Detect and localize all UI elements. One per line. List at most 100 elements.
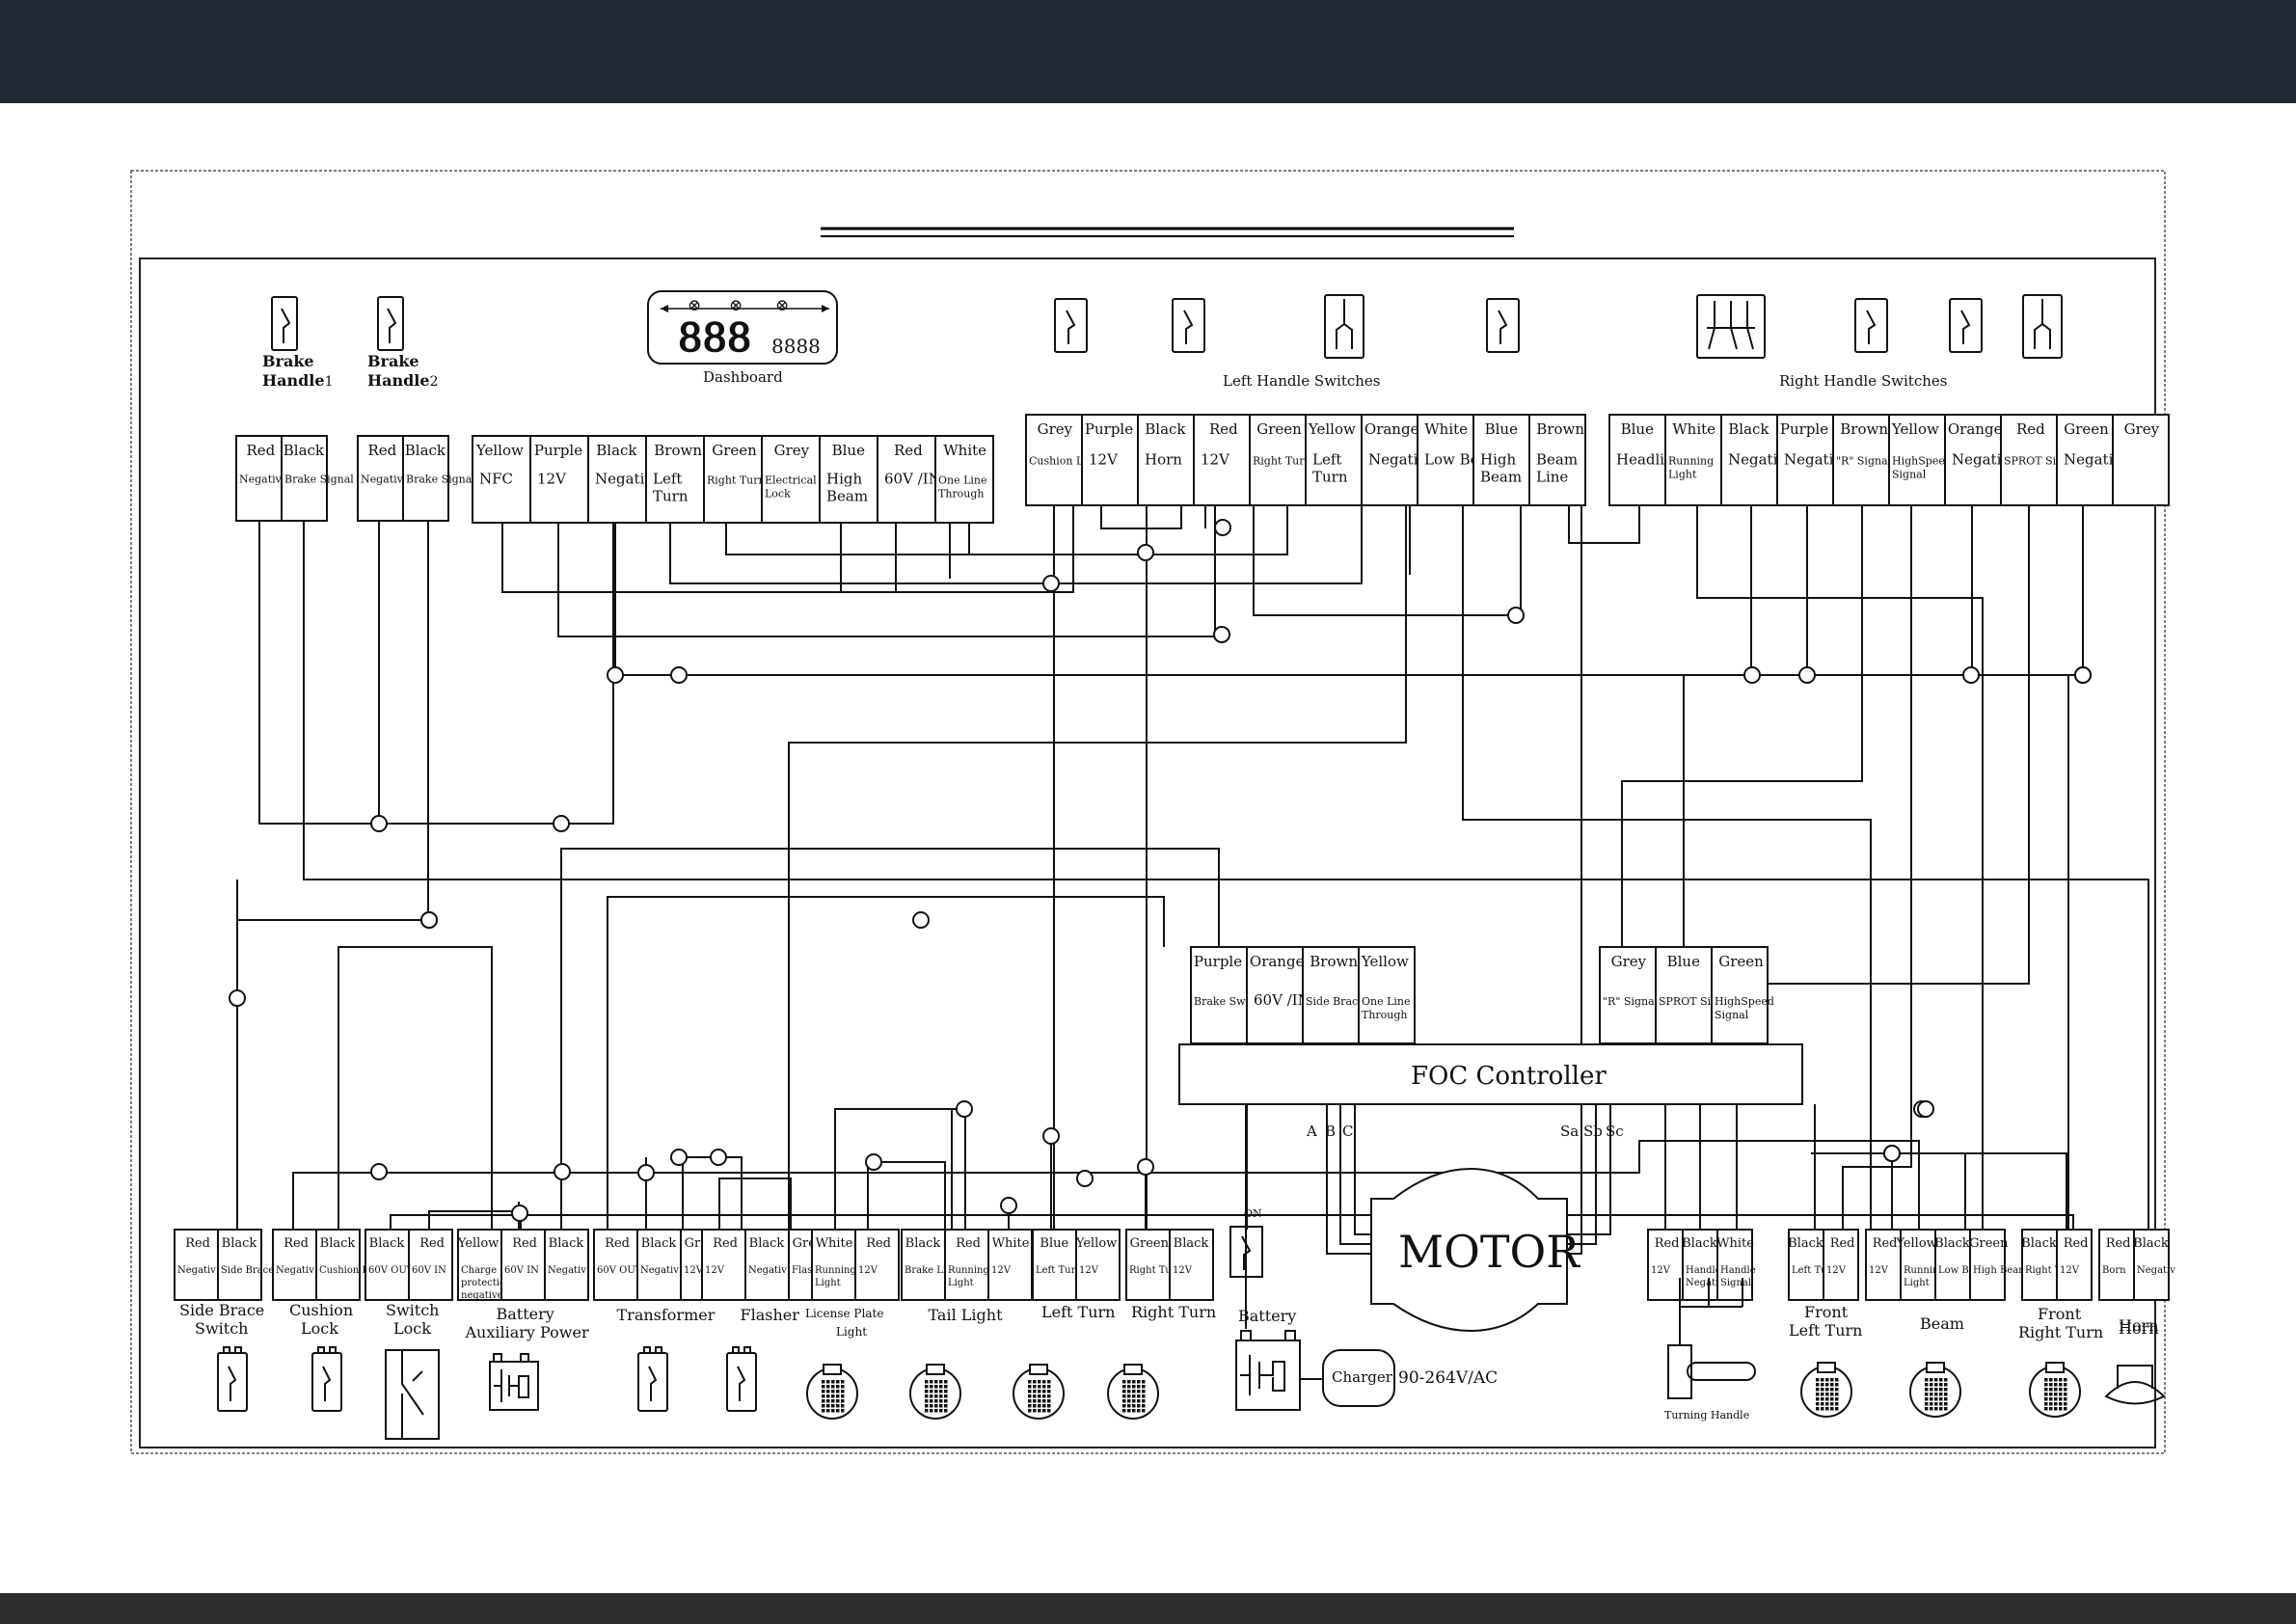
connector-pin — [1169, 1229, 1214, 1301]
wire — [292, 1140, 1920, 1230]
inner-frame — [139, 257, 2156, 1448]
pin-function-label: Light — [815, 1278, 841, 1288]
connector-pin — [1888, 414, 1946, 506]
pin-function-label: HighSpeed — [1715, 995, 1774, 1008]
connector-pin — [2056, 1229, 2093, 1301]
pin-color-label: Black — [749, 1236, 785, 1251]
pin-color-label: Blue — [1667, 953, 1700, 970]
component-name-label: Transformer — [617, 1306, 716, 1324]
pin-color-label: Orange — [1948, 420, 2003, 438]
wire — [390, 1214, 2074, 1230]
component-name-label: Front — [2038, 1305, 2082, 1323]
component-name-label: Left Turn — [1789, 1321, 1862, 1340]
pin-color-label: Green — [1130, 1236, 1170, 1251]
wire — [1050, 1133, 1147, 1230]
charger-input-label: 90-264V/AC — [1398, 1368, 1498, 1388]
connector-pin — [593, 1229, 638, 1301]
pin-function-label: 60V IN — [504, 1265, 539, 1276]
junction-dot — [1042, 1127, 1060, 1145]
pin-color-label: Grey — [1038, 420, 1073, 438]
wire — [1354, 1104, 1371, 1235]
connector-pin — [408, 1229, 453, 1301]
pin-color-label: Red — [246, 442, 275, 459]
connector-pin — [500, 1229, 546, 1301]
pin-function-label: Negativ — [276, 1265, 314, 1276]
pin-color-label: Green — [1969, 1236, 2009, 1251]
junction-dot — [1962, 666, 1980, 684]
component-name-label: Battery — [497, 1305, 554, 1323]
pin-function-label: NFC — [479, 471, 513, 488]
connector-pin — [281, 435, 328, 522]
wire — [1567, 1104, 1582, 1255]
connector-pin — [1720, 414, 1778, 506]
pin-color-label: Red — [185, 1236, 210, 1251]
pin-function-label: One Line — [938, 474, 987, 487]
junction-dot — [637, 1164, 655, 1181]
pin-function-label: Negativ — [2137, 1265, 2175, 1276]
junction-dot — [1000, 1197, 1017, 1214]
pin-function-label: One Line — [1362, 995, 1411, 1008]
horn-icon — [2104, 1365, 2166, 1405]
wire-layer — [236, 505, 2149, 1329]
pin-color-label: Red — [1209, 420, 1238, 438]
pin-function-label: 12V — [537, 471, 567, 488]
dashboard-display: ⊗ ⊗ ⊗ 888 8888 Dashboard — [647, 290, 838, 386]
connector-pin — [529, 435, 589, 524]
connector-pin — [987, 1229, 1033, 1301]
pin-color-label: Black — [905, 1236, 941, 1251]
pin-function-label: Running — [1668, 455, 1714, 468]
connector-pin — [2112, 414, 2170, 506]
pin-function-label: 60V /IN — [1254, 991, 1310, 1009]
dashboard-warning-icons: ⊗ — [688, 296, 701, 315]
connector-pin — [174, 1229, 219, 1301]
component-name-label: Lock — [301, 1319, 338, 1338]
pin-color-label: Yellow — [1361, 953, 1409, 970]
bulb-icon — [909, 1364, 961, 1420]
connector-pin — [1944, 414, 2002, 506]
component-name-label: Side Brace — [179, 1301, 264, 1319]
bottom-icon-layer: Horn — [217, 1319, 2166, 1440]
wire — [1683, 505, 1973, 947]
component-name-label: Battery — [1238, 1307, 1296, 1325]
pin-function-label: 12V — [1651, 1265, 1671, 1276]
junction-dot — [607, 666, 624, 684]
wire — [921, 1108, 966, 1230]
junction-dot — [229, 989, 246, 1007]
wire — [1567, 1104, 1597, 1245]
connector-pin — [1075, 1229, 1121, 1301]
bulb-icon — [1909, 1362, 1961, 1418]
pin-function-label: Turn — [1312, 469, 1348, 486]
wire — [718, 1177, 792, 1230]
pin-function-label: 12V — [1079, 1265, 1099, 1276]
pin-color-label: Orange — [1250, 953, 1305, 970]
pin-function-label: Left Turn — [1792, 1265, 1838, 1276]
footer-bar — [0, 1593, 2296, 1624]
pin-function-label: Negativ — [595, 471, 653, 488]
pin-color-label: Purple — [1194, 953, 1242, 970]
pin-function-label: 12V — [858, 1265, 878, 1276]
hall-sa-label: Sa — [1560, 1123, 1579, 1140]
connector-pin — [1934, 1229, 1971, 1301]
wire — [607, 896, 1165, 1230]
wire — [557, 505, 1216, 637]
pin-color-label: Green — [1256, 420, 1302, 438]
pin-color-label: Grey — [774, 442, 810, 459]
connector-pin — [272, 1229, 317, 1301]
pin-color-label: Red — [2016, 420, 2045, 438]
pin-function-label: 12V — [684, 1265, 704, 1276]
pin-color-label: Black — [320, 1236, 356, 1251]
pin-color-label: Red — [419, 1236, 445, 1251]
connector-pin — [1865, 1229, 1902, 1301]
dashboard-label: Dashboard — [703, 368, 783, 386]
wire — [560, 848, 1220, 1230]
pin-function-label: Light — [1904, 1278, 1930, 1288]
turning-handle-label: Turning Handle — [1664, 1409, 1749, 1421]
pin-function-label: Born — [2102, 1265, 2126, 1276]
